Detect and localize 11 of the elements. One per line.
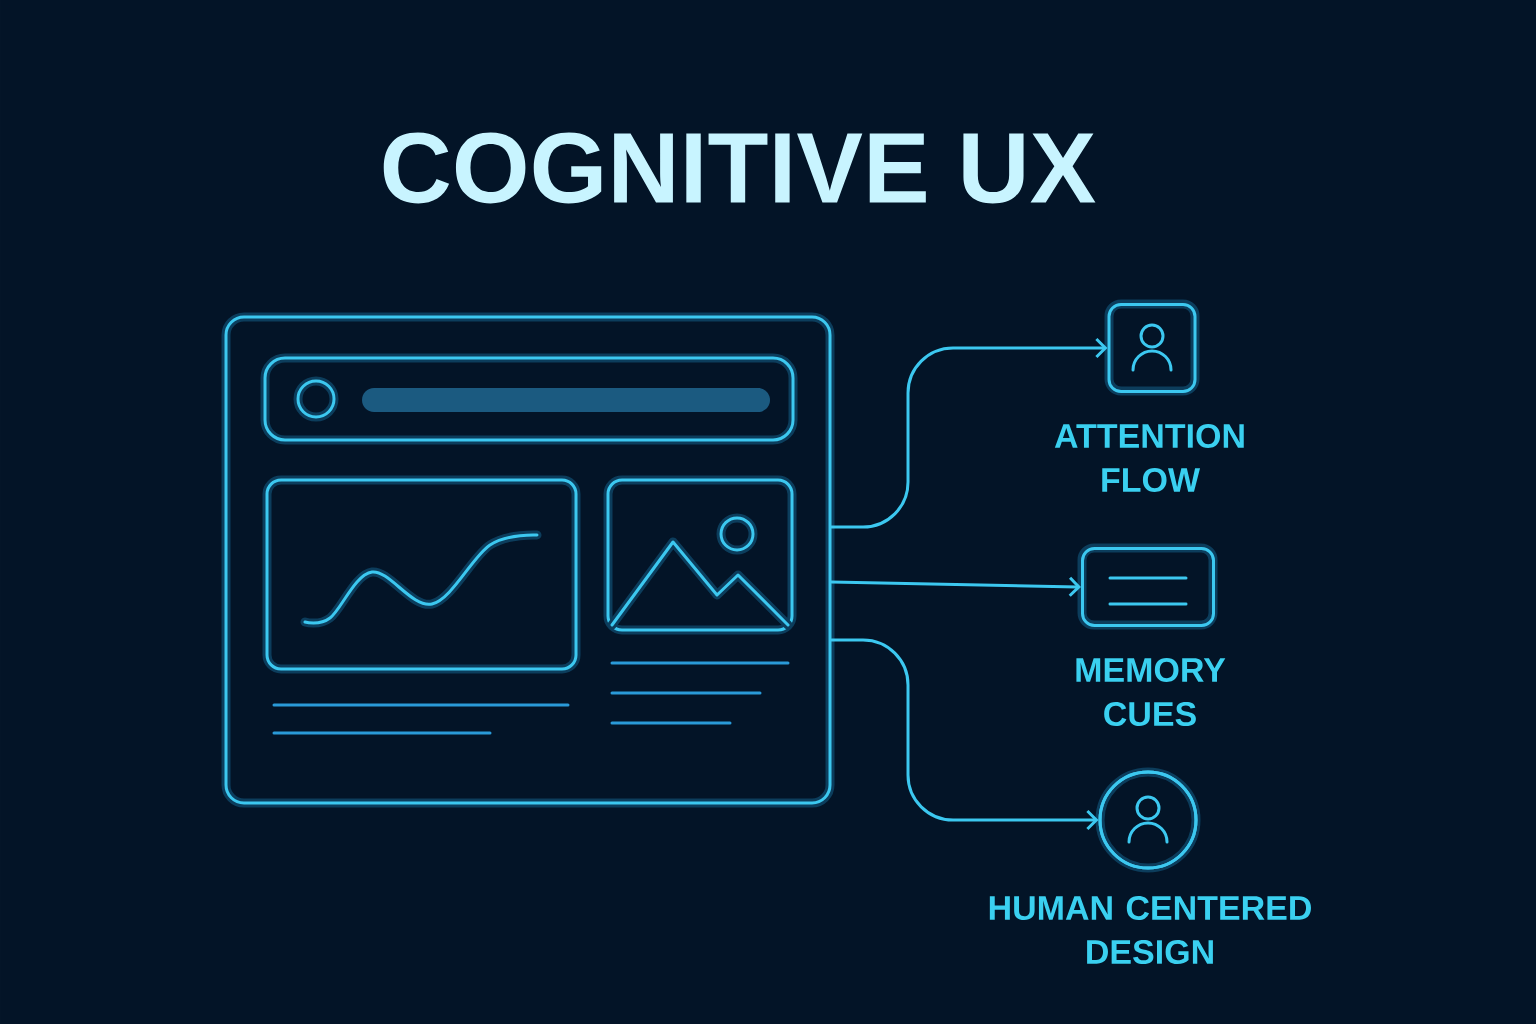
title: COGNITIVE UX — [383, 132, 1096, 204]
arrow — [830, 576, 1081, 597]
icon-caption: ATTENTION FLOW — [1054, 423, 1244, 493]
icon-caption: HUMAN CENTERED DESIGN — [989, 895, 1311, 965]
icon-caption: MEMORY CUES — [1076, 657, 1226, 727]
arrow — [830, 337, 1108, 529]
card-icon — [1077, 543, 1218, 630]
person-icon — [1104, 299, 1200, 396]
person-icon — [1095, 767, 1201, 873]
arrow — [830, 638, 1099, 831]
browser-window-drawing — [221, 312, 835, 808]
